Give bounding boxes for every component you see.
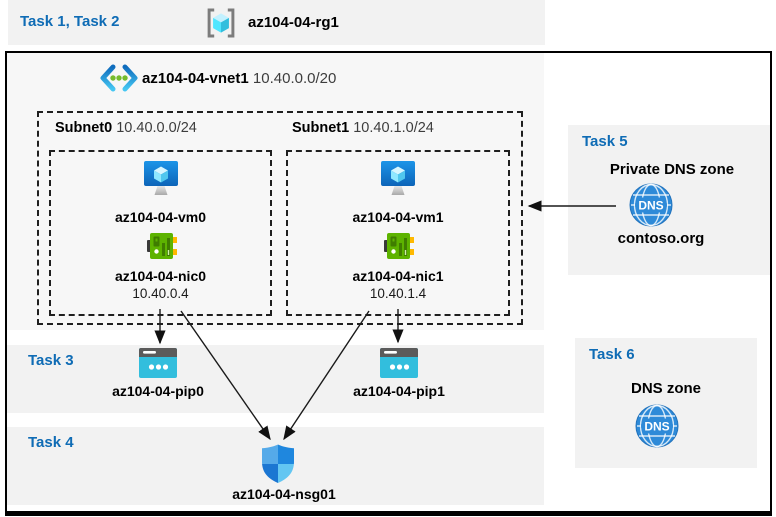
dns-zone-icon: DNS [629,183,673,227]
task5-box: Task 5 Private DNS zone DNS contoso.org [568,125,770,275]
subnet0-label: Subnet0 10.40.0.0/24 [55,120,197,136]
nic-icon [144,230,178,262]
dns-icon-text: DNS [638,199,663,213]
subnet1-label: Subnet1 10.40.1.0/24 [292,120,434,136]
subnet0-name: Subnet0 [55,120,113,136]
subnet0-cidr: 10.40.0.0/24 [116,120,197,136]
task3-label: Task 3 [28,352,74,369]
vnet-name: az104-04-vnet1 [142,70,249,87]
dns-zone-title: DNS zone [630,380,701,397]
nic-ip: 10.40.1.4 [369,286,427,301]
subnet1-cidr: 10.40.1.0/24 [353,120,434,136]
private-dns-zone-title: Private DNS zone [609,161,735,178]
task6-label: Task 6 [589,346,635,363]
vnet-box: az104-04-vnet1 10.40.0.0/20 Subnet0 10.4… [7,53,544,330]
public-ip-icon [138,348,178,379]
nic-ip: 10.40.0.4 [132,286,189,301]
subnets-dashed-wrapper [37,111,523,325]
subnet0-box: az104-04-vm0 az104-04-nic0 10.40.0.4 [49,150,272,316]
nic-name: az104-04-nic0 [114,268,207,284]
dns-zone-icon: DNS [635,404,679,448]
vm-name: az104-04-vm0 [114,209,207,225]
vm-name: az104-04-vm1 [352,209,444,225]
task4-label: Task 4 [28,434,74,451]
nic-icon [381,230,415,262]
vm-icon [376,159,420,199]
dns-icon-text: DNS [644,420,669,434]
task3-band: Task 3 az104-04-pip0 az104-04-pip1 [7,345,544,413]
public-ip-icon [379,348,419,379]
vm-icon [139,159,183,199]
task12-label: Task 1, Task 2 [20,13,120,30]
task5-label: Task 5 [582,133,628,150]
pip1-name: az104-04-pip1 [353,383,445,399]
vnet-title: az104-04-vnet1 10.40.0.0/20 [142,70,336,87]
task12-band: Task 1, Task 2 az104-04-rg1 [8,0,545,45]
task4-band: Task 4 az104-04-nsg01 [7,427,544,505]
subnet1-name: Subnet1 [292,120,350,136]
task6-box: Task 6 DNS zone DNS [575,338,757,468]
nsg-shield-icon [261,444,295,484]
virtual-network-icon [100,64,138,92]
vnet-cidr: 10.40.0.0/20 [252,70,337,87]
resource-group-icon [204,6,238,40]
resource-group-name: az104-04-rg1 [248,14,339,31]
nsg-name: az104-04-nsg01 [232,486,336,502]
pip0-name: az104-04-pip0 [112,383,204,399]
subnet1-box: az104-04-vm1 az104-04-nic1 10.40.1.4 [286,150,510,316]
private-dns-zone-name: contoso.org [617,230,705,247]
nic-name: az104-04-nic1 [352,268,444,284]
